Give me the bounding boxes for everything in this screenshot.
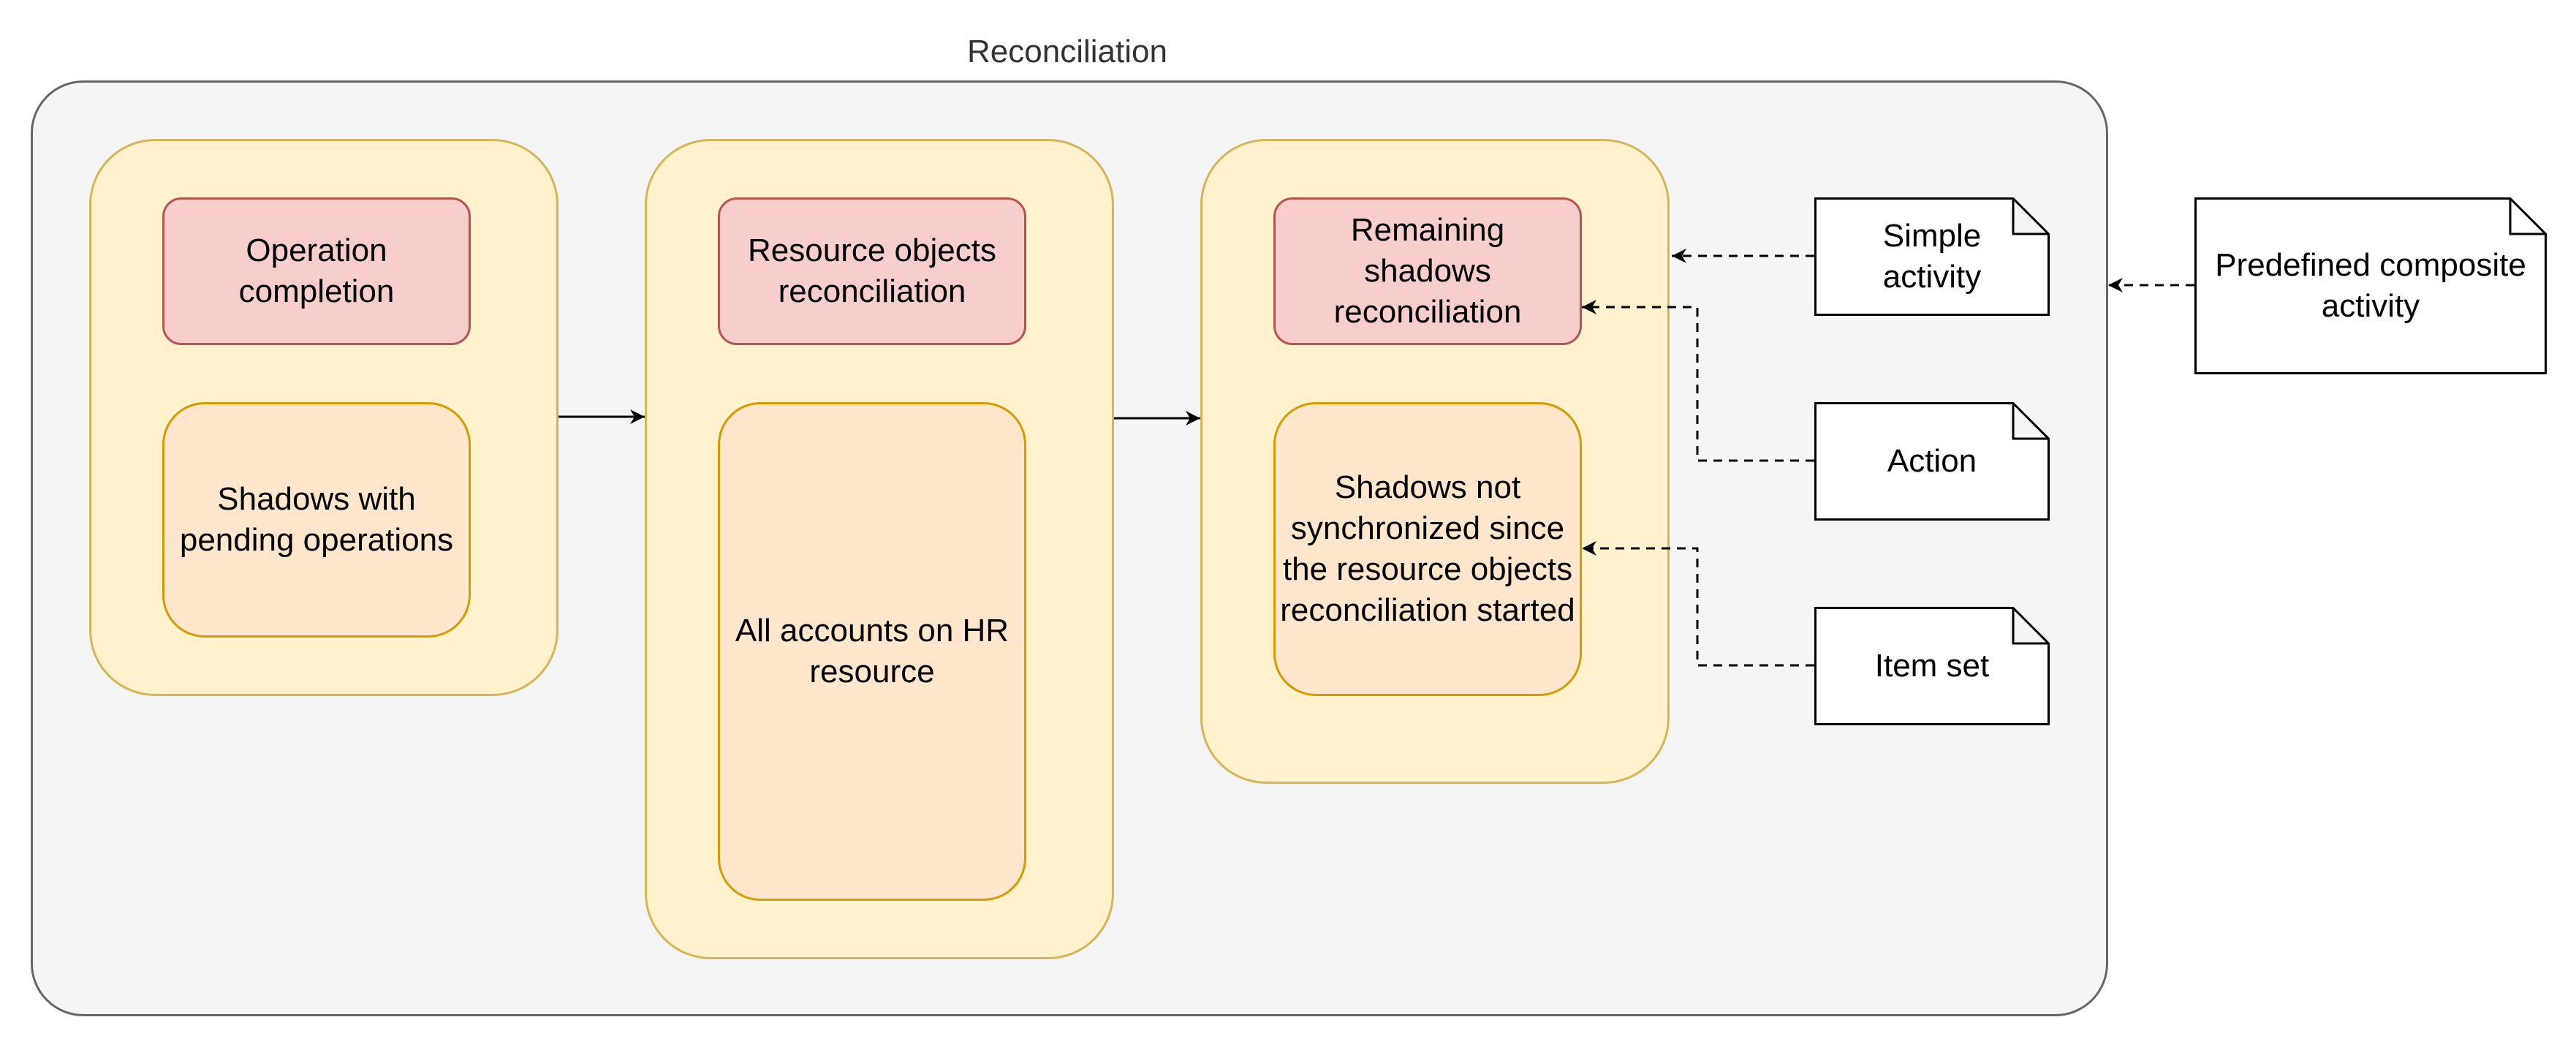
note-shape — [1814, 402, 2050, 521]
stage-2-body: All accounts on HR resource — [718, 402, 1026, 901]
diagram-title: Reconciliation — [967, 34, 1167, 69]
note-action: Action — [1814, 402, 2050, 521]
note-shape — [1814, 197, 2050, 316]
stage-3-body: Shadows not synchronized since the resou… — [1273, 402, 1582, 696]
stage-2-header: Resource objects reconciliation — [718, 197, 1026, 345]
note-label: Action — [1887, 443, 1977, 480]
note-item-set: Item set — [1814, 607, 2050, 725]
dashed-arrow-item-set — [1582, 541, 1814, 667]
note-simple-activity: Simple activity — [1814, 197, 2050, 316]
stage-3-header: Remaining shadows reconciliation — [1273, 197, 1582, 345]
note-label: Predefined composite activity — [2215, 247, 2526, 324]
note-shape — [1814, 607, 2050, 725]
note-shape — [2194, 197, 2547, 374]
note-label: Item set — [1874, 648, 1990, 684]
note-predefined-composite-activity: Predefined composite activity — [2194, 197, 2547, 374]
stage-1-body: Shadows with pending operations — [162, 402, 471, 638]
stage-1-header: Operation completion — [162, 197, 471, 345]
note-label: Simple activity — [1882, 218, 1982, 295]
dashed-arrow-action — [1582, 300, 1814, 462]
